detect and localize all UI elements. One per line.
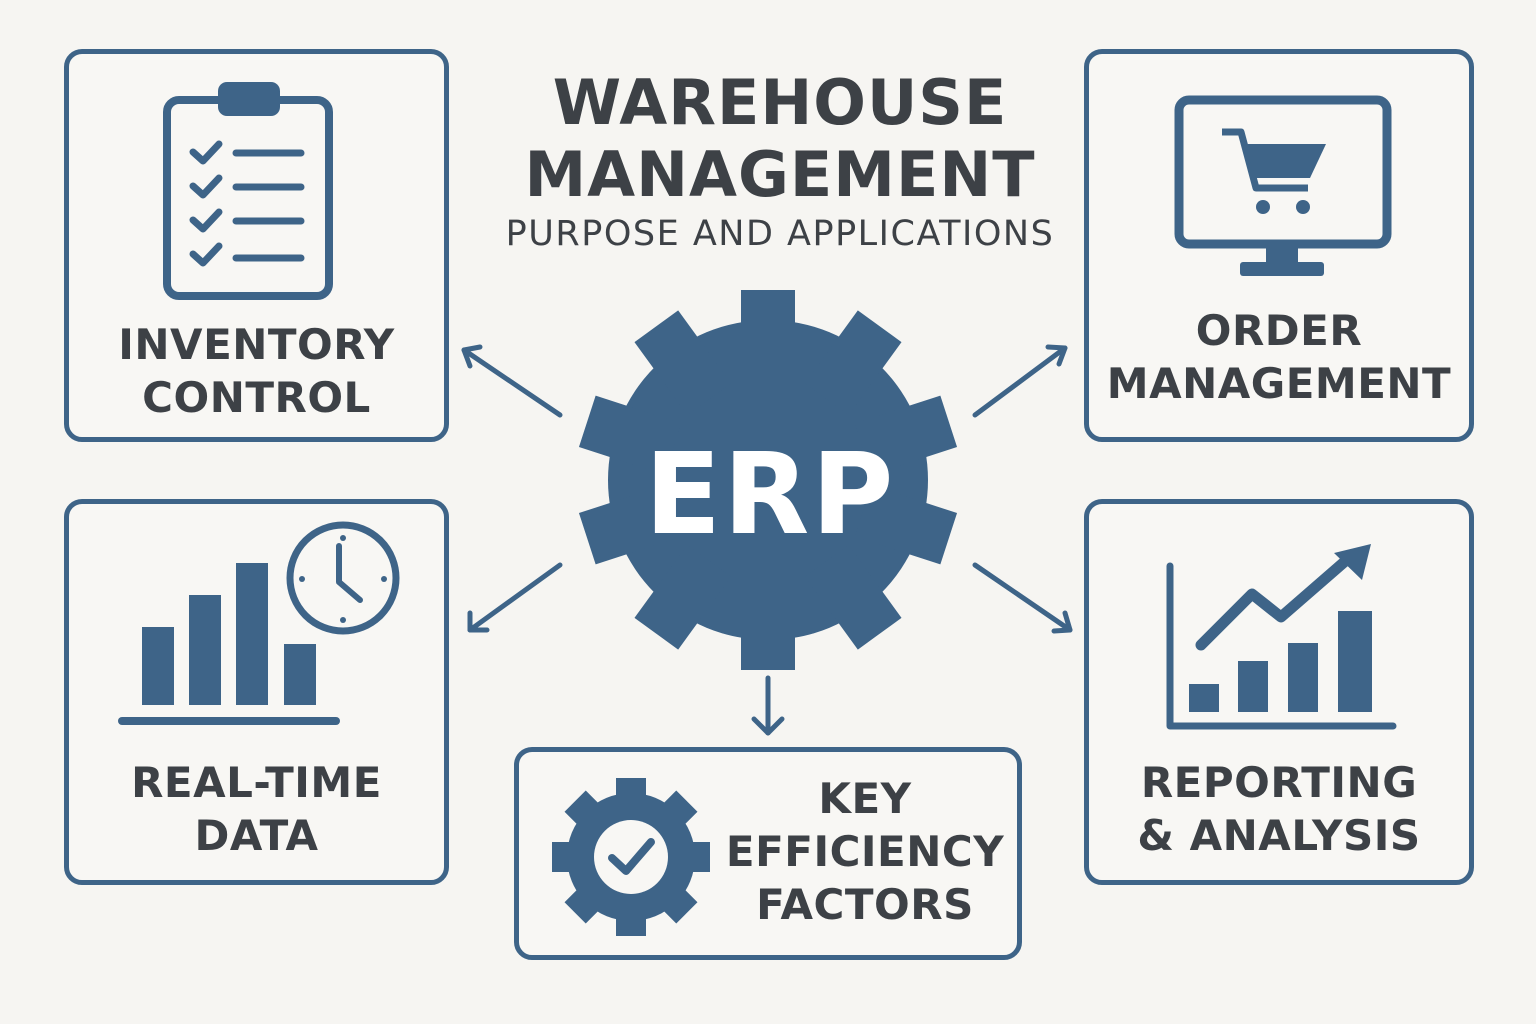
trend-chart-icon <box>1166 544 1397 730</box>
arrow-to-realtime-icon <box>467 562 563 633</box>
bar-chart-clock-icon <box>118 521 400 725</box>
key-efficiency-factors-label: KEY EFFICIENCY FACTORS <box>720 772 1010 931</box>
gear-check-icon <box>552 778 710 936</box>
arrow-to-reporting-icon <box>972 562 1073 634</box>
inventory-control-label: INVENTORY CONTROL <box>64 318 449 424</box>
inventory-label-line-2: CONTROL <box>142 373 371 422</box>
real-time-data-label: REAL-TIME DATA <box>64 756 449 862</box>
arrow-to-inventory-icon <box>461 344 563 418</box>
monitor-cart-icon <box>1174 95 1392 276</box>
realtime-label-line-2: DATA <box>194 811 319 860</box>
title-line-2: MANAGEMENT <box>524 138 1036 211</box>
order-management-label: ORDER MANAGEMENT <box>1084 304 1474 410</box>
efficiency-label-line-1: KEY <box>818 774 912 823</box>
subtitle: PURPOSE AND APPLICATIONS <box>505 214 1055 254</box>
realtime-label-line-1: REAL-TIME <box>131 758 382 807</box>
reporting-analysis-card <box>1084 499 1474 885</box>
inventory-label-line-1: INVENTORY <box>118 320 395 369</box>
arrow-to-order-icon <box>972 344 1068 418</box>
arrow-to-efficiency-icon <box>751 675 785 736</box>
order-label-line-1: ORDER <box>1195 306 1363 355</box>
reporting-analysis-label: REPORTING & ANALYSIS <box>1084 756 1474 862</box>
clipboard-checklist-icon <box>163 82 333 300</box>
reporting-label-line-1: REPORTING <box>1140 758 1418 807</box>
erp-label: ERP <box>644 430 896 560</box>
efficiency-label-line-2: EFFICIENCY <box>725 827 1005 876</box>
efficiency-label-line-3: FACTORS <box>756 880 974 929</box>
order-label-line-2: MANAGEMENT <box>1106 359 1452 408</box>
title-line-1: WAREHOUSE <box>552 66 1008 139</box>
reporting-label-line-2: & ANALYSIS <box>1137 811 1421 860</box>
erp-gear-icon <box>578 290 958 670</box>
